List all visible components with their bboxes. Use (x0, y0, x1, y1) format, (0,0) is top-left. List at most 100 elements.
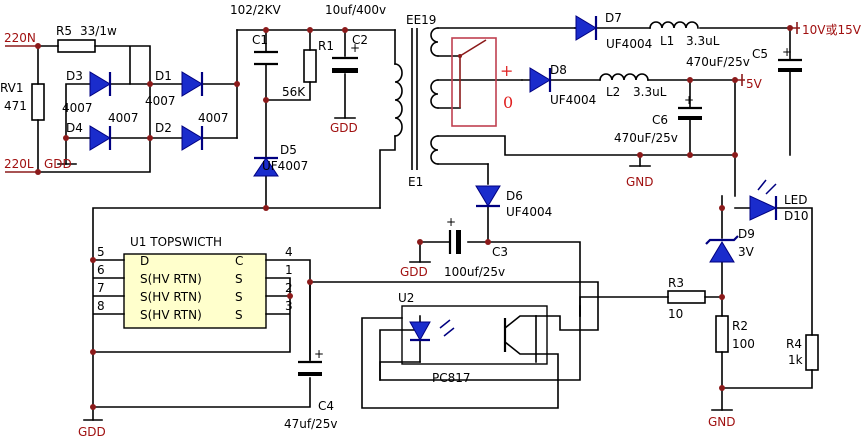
u1-pin-3: 3 (285, 299, 293, 313)
c5-capacitor: + (778, 45, 802, 72)
r3-resistor (667, 290, 706, 304)
rv1-value: 471 (4, 99, 27, 113)
u1-pin-8: 8 (97, 299, 105, 313)
c2-ref: C2 (352, 33, 368, 47)
u1-name-s1: S(HV RTN) (140, 272, 202, 286)
l1-ref: L1 (660, 34, 674, 48)
d7-ref: D7 (605, 11, 622, 25)
r5-resistor (57, 39, 96, 53)
d1-ref: D1 (155, 69, 172, 83)
u1-pin-1: 1 (285, 263, 293, 277)
d7-diode (575, 15, 598, 41)
rv1-varistor (31, 83, 45, 121)
feedback-network (379, 195, 813, 411)
d5-value: UF4007 (262, 159, 308, 173)
l2-value: 3.3uL (633, 85, 667, 99)
c3-capacitor: + (446, 215, 461, 254)
r2-resistor (715, 315, 729, 353)
u1-pin-6: 6 (97, 263, 105, 277)
c2-value: 10uf/400v (325, 3, 386, 17)
u1-pin-5: 5 (97, 245, 105, 259)
l1-value: 3.3uL (686, 34, 720, 48)
d8-value: UF4004 (550, 93, 596, 107)
u1-name-rs3: S (235, 308, 243, 322)
r5-ref: R5 (56, 24, 72, 38)
led-value: LED (784, 193, 808, 207)
d6-value: UF4004 (506, 205, 552, 219)
d4-value: 4007 (108, 111, 139, 125)
switch-plus: + (500, 61, 513, 80)
u1-name-rs2: S (235, 290, 243, 304)
c6-capacitor: + (678, 93, 702, 120)
c3-value: 100uf/25v (444, 265, 505, 279)
out-5v-label: 5V (746, 77, 763, 91)
d3-ref: D3 (66, 69, 83, 83)
d9-zener (705, 235, 739, 263)
snubber-and-bulk (236, 29, 396, 209)
svg-text:+: + (350, 41, 360, 55)
u2-ref: U2 (398, 291, 414, 305)
u1-topswitch (92, 207, 381, 421)
r3-ref: R3 (668, 276, 684, 290)
led-ref: D10 (784, 209, 809, 223)
d3-value: 4007 (62, 101, 93, 115)
c5-value: 470uF/25v (686, 55, 750, 69)
r2-value: 100 (732, 337, 755, 351)
d2-diode (181, 125, 204, 151)
c2-capacitor: + (332, 41, 360, 73)
c1-ref: C1 (252, 33, 268, 47)
out-high-label: 10V或15V (802, 23, 862, 37)
u1-pin-4: 4 (285, 245, 293, 259)
d7-value: UF4004 (606, 37, 652, 51)
junction-dots (35, 25, 793, 410)
t1-pin: E1 (408, 175, 423, 189)
c1-value: 102/2KV (230, 3, 281, 17)
d6-diode (475, 185, 501, 208)
t1-ref: EE19 (406, 13, 436, 27)
c6-value: 470uF/25v (614, 131, 678, 145)
r1-value: 56K (282, 85, 306, 99)
d2-ref: D2 (155, 121, 172, 135)
d9-ref: D9 (738, 227, 755, 241)
svg-text:+: + (446, 215, 456, 229)
c5-ref: C5 (752, 47, 768, 61)
u2-value: PC817 (432, 371, 471, 385)
d4-diode (89, 125, 112, 151)
u1-name-s3: S(HV RTN) (140, 308, 202, 322)
c4-capacitor: + (298, 347, 324, 376)
led-diode (749, 179, 778, 221)
d8-diode (529, 67, 552, 93)
u1-pin-7: 7 (97, 281, 105, 295)
ac-l-label: 220L (4, 157, 34, 171)
svg-text:+: + (684, 93, 694, 107)
u1-name-c: C (235, 254, 243, 268)
switch-zero: 0 (503, 93, 513, 112)
gnd-c2-label: GDD (330, 121, 358, 135)
l2-ref: L2 (606, 85, 620, 99)
transformer-ee19 (379, 27, 736, 209)
d6-ref: D6 (506, 189, 523, 203)
c3-ref: C3 (492, 245, 508, 259)
c1-capacitor (254, 50, 278, 66)
c6-ref: C6 (652, 113, 668, 127)
gnd-out-label: GND (626, 175, 654, 189)
d1-value: 4007 (145, 94, 176, 108)
ac-n-label: 220N (4, 31, 36, 45)
u1-pin-2: 2 (285, 281, 293, 295)
d2-value: 4007 (198, 111, 229, 125)
selector-switch[interactable] (451, 37, 497, 127)
gnd-fb-label: GND (708, 415, 736, 429)
rv1-ref: RV1 (0, 81, 24, 95)
gnd-primary-label: GDD (44, 157, 72, 171)
r3-value: 10 (668, 307, 683, 321)
u1-name-rs1: S (235, 272, 243, 286)
r2-ref: R2 (732, 319, 748, 333)
svg-text:+: + (782, 45, 792, 59)
c4-value: 47uf/25v (284, 417, 338, 431)
u1-title: U1 TOPSWICTH (130, 235, 222, 249)
d3-diode (89, 71, 112, 97)
svg-text:+: + (314, 347, 324, 361)
gnd-c4-label: GDD (78, 425, 106, 439)
